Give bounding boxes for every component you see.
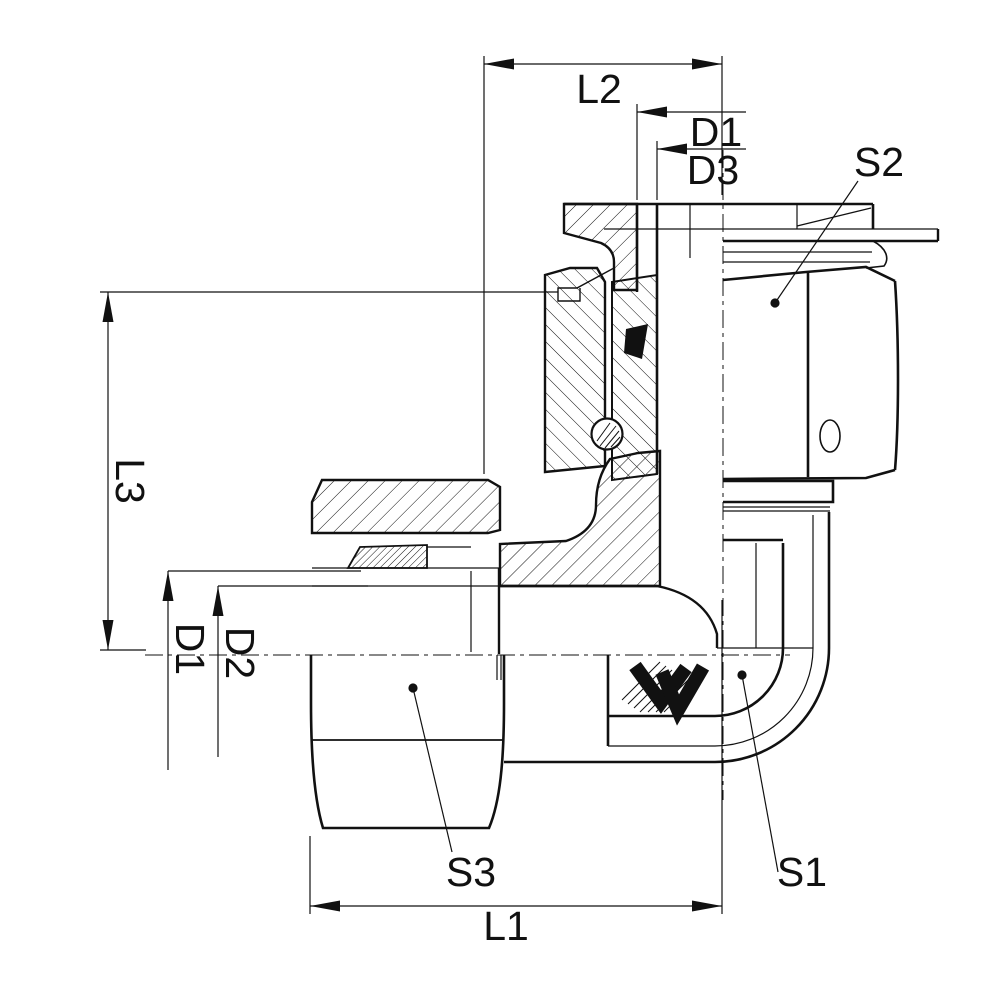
- label-s1: S1: [777, 849, 827, 895]
- upper-nut-section: [543, 266, 607, 474]
- stud-section: [611, 273, 658, 482]
- cutting-edge-seal: [624, 324, 648, 359]
- left-branch: [312, 532, 657, 654]
- section-regions: [310, 202, 662, 588]
- ball-seal: [590, 417, 624, 451]
- centerlines: [145, 150, 790, 800]
- elbow: [504, 512, 831, 764]
- lower-nut-section: [310, 478, 502, 535]
- label-d2-left: D2: [217, 627, 263, 679]
- leader-lines: [408, 180, 859, 873]
- lower-nut-side-view: [309, 655, 506, 830]
- seal-details: [590, 324, 648, 451]
- nut-marking-ellipse: [819, 419, 841, 453]
- top-branch: [557, 202, 940, 649]
- label-s2: S2: [854, 139, 904, 185]
- label-d1-left: D1: [167, 623, 213, 675]
- body-section: [498, 449, 662, 588]
- label-l2: L2: [576, 66, 622, 112]
- label-s3: S3: [446, 849, 496, 895]
- label-l3: L3: [107, 458, 153, 504]
- finish-symbol: [621, 661, 710, 726]
- dimensions: [100, 56, 746, 914]
- cutting-ring-section: [346, 544, 428, 569]
- label-d1-top: D1: [690, 109, 742, 155]
- label-d3-top: D3: [687, 147, 739, 193]
- dimension-arrows: [102, 58, 722, 912]
- label-l1: L1: [483, 903, 529, 949]
- dimension-labels: L2 D1 D3 L3 D1 D2 L1 S2 S3 S1: [107, 66, 904, 949]
